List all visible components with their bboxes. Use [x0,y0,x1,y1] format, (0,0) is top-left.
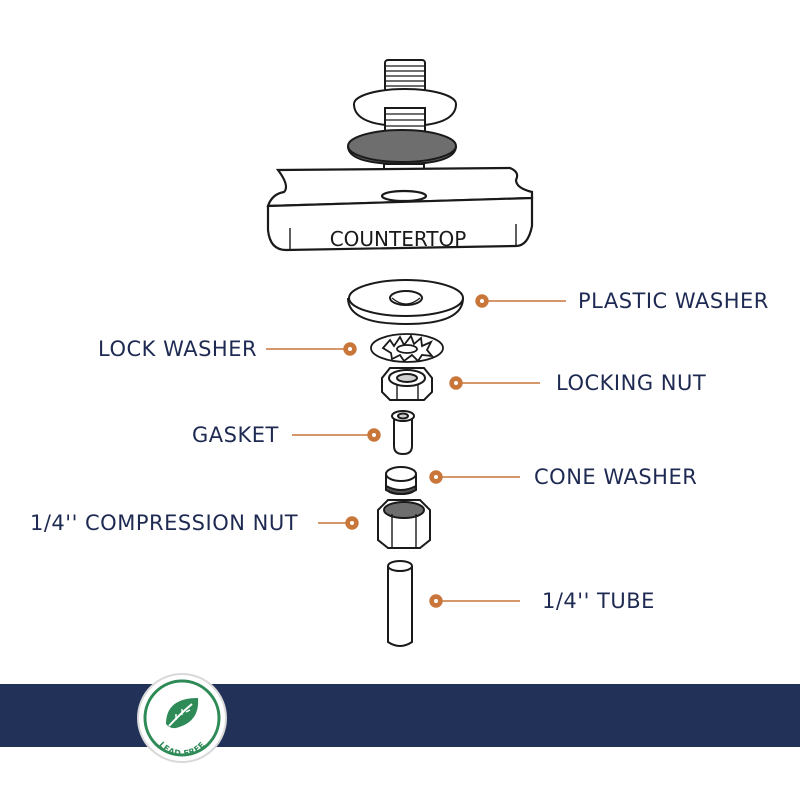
tube [387,560,413,647]
countertop-slab [266,166,534,252]
threaded-stem [384,59,426,93]
label-plastic-washer: PLASTIC WASHER [578,289,769,313]
lock-washer [370,333,444,363]
leader-lines [266,294,566,608]
rubber-washer [347,129,457,166]
lead-free-badge: LEAD FREE [137,673,227,763]
label-lock-washer: LOCK WASHER [98,337,258,361]
label-cone-washer: CONE WASHER [534,465,698,489]
compression-nut [377,499,431,549]
countertop-label: COUNTERTOP [330,227,467,251]
label-compression-nut: 1/4'' COMPRESSION NUT [30,511,299,535]
label-tube: 1/4'' TUBE [542,589,655,613]
leaf-icon [166,698,199,729]
footer-banner [0,684,800,747]
cone-washer [385,466,417,496]
plastic-washer [347,279,464,326]
label-locking-nut: LOCKING NUT [556,371,707,395]
locking-nut [381,367,433,401]
label-gasket: GASKET [192,423,279,447]
gasket [391,410,415,456]
